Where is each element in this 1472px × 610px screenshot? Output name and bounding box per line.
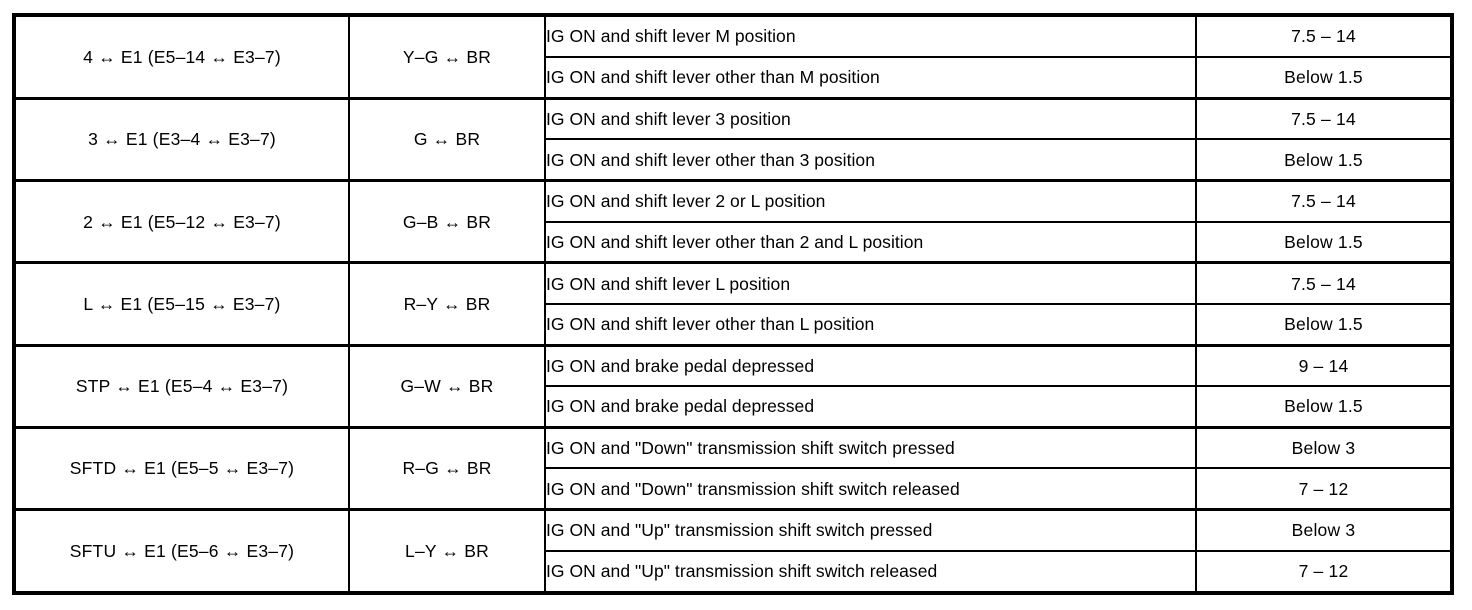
condition-cell: IG ON and shift lever L position	[544, 261, 1197, 305]
table-row: IG ON and "Down" transmission shift swit…	[14, 467, 1453, 511]
condition-cell: IG ON and shift lever 3 position	[544, 96, 1197, 141]
condition-cell: IG ON and "Down" transmission shift swit…	[544, 467, 1197, 511]
terminal-pair-cell: 2 ↔ E1 (E5–12 ↔ E3–7)	[13, 178, 350, 264]
specified-value-cell: 7 – 12	[1195, 467, 1453, 511]
terminal-pair-cell: SFTU ↔ E1 (E5–6 ↔ E3–7)	[13, 508, 350, 595]
specified-value-cell: 7.5 – 14	[1195, 96, 1453, 141]
terminal-pair-cell: SFTD ↔ E1 (E5–5 ↔ E3–7)	[13, 425, 350, 511]
condition-cell: IG ON and brake pedal depressed	[544, 385, 1197, 429]
terminal-pair-cell: 4 ↔ E1 (E5–14 ↔ E3–7)	[13, 13, 350, 100]
specified-value-cell: Below 1.5	[1195, 302, 1453, 347]
terminal-pair-cell: STP ↔ E1 (E5–4 ↔ E3–7)	[13, 343, 350, 429]
wire-color-cell: R–G ↔ BR	[348, 425, 546, 511]
condition-cell: IG ON and brake pedal depressed	[544, 343, 1197, 388]
condition-cell: IG ON and "Down" transmission shift swit…	[544, 425, 1197, 470]
condition-cell: IG ON and shift lever other than 3 posit…	[544, 138, 1197, 182]
condition-cell: IG ON and shift lever other than L posit…	[544, 302, 1197, 347]
wire-color-cell: G–B ↔ BR	[348, 178, 546, 264]
condition-cell: IG ON and shift lever other than M posit…	[544, 56, 1197, 100]
wire-color-cell: G ↔ BR	[348, 96, 546, 182]
wire-color-cell: R–Y ↔ BR	[348, 261, 546, 347]
table-row: IG ON and shift lever other than 3 posit…	[14, 138, 1453, 182]
table-row: IG ON and "Up" transmission shift switch…	[14, 549, 1453, 595]
wire-color-cell: G–W ↔ BR	[348, 343, 546, 429]
table-row: IG ON and shift lever other than 2 and L…	[14, 220, 1453, 264]
specified-value-cell: Below 1.5	[1195, 138, 1453, 182]
specified-value-cell: Below 1.5	[1195, 56, 1453, 100]
specified-value-cell: Below 1.5	[1195, 220, 1453, 264]
specified-value-cell: Below 3	[1195, 425, 1453, 470]
specified-value-cell: Below 3	[1195, 508, 1453, 552]
condition-cell: IG ON and "Up" transmission shift switch…	[544, 549, 1197, 595]
condition-cell: IG ON and "Up" transmission shift switch…	[544, 508, 1197, 552]
table-row: IG ON and shift lever other than M posit…	[14, 56, 1453, 100]
specified-value-cell: 7.5 – 14	[1195, 261, 1453, 305]
specified-value-cell: 7.5 – 14	[1195, 13, 1453, 59]
wire-color-cell: Y–G ↔ BR	[348, 13, 546, 100]
table-row: IG ON and shift lever other than L posit…	[14, 302, 1453, 347]
specified-value-cell: Below 1.5	[1195, 385, 1453, 429]
specified-value-cell: 7.5 – 14	[1195, 178, 1453, 223]
wire-color-cell: L–Y ↔ BR	[348, 508, 546, 595]
condition-cell: IG ON and shift lever M position	[544, 13, 1197, 59]
terminal-pair-cell: L ↔ E1 (E5–15 ↔ E3–7)	[13, 261, 350, 347]
specified-value-cell: 7 – 12	[1195, 549, 1453, 595]
condition-cell: IG ON and shift lever 2 or L position	[544, 178, 1197, 223]
specified-value-cell: 9 – 14	[1195, 343, 1453, 388]
condition-cell: IG ON and shift lever other than 2 and L…	[544, 220, 1197, 264]
terminal-pair-cell: 3 ↔ E1 (E3–4 ↔ E3–7)	[13, 96, 350, 182]
